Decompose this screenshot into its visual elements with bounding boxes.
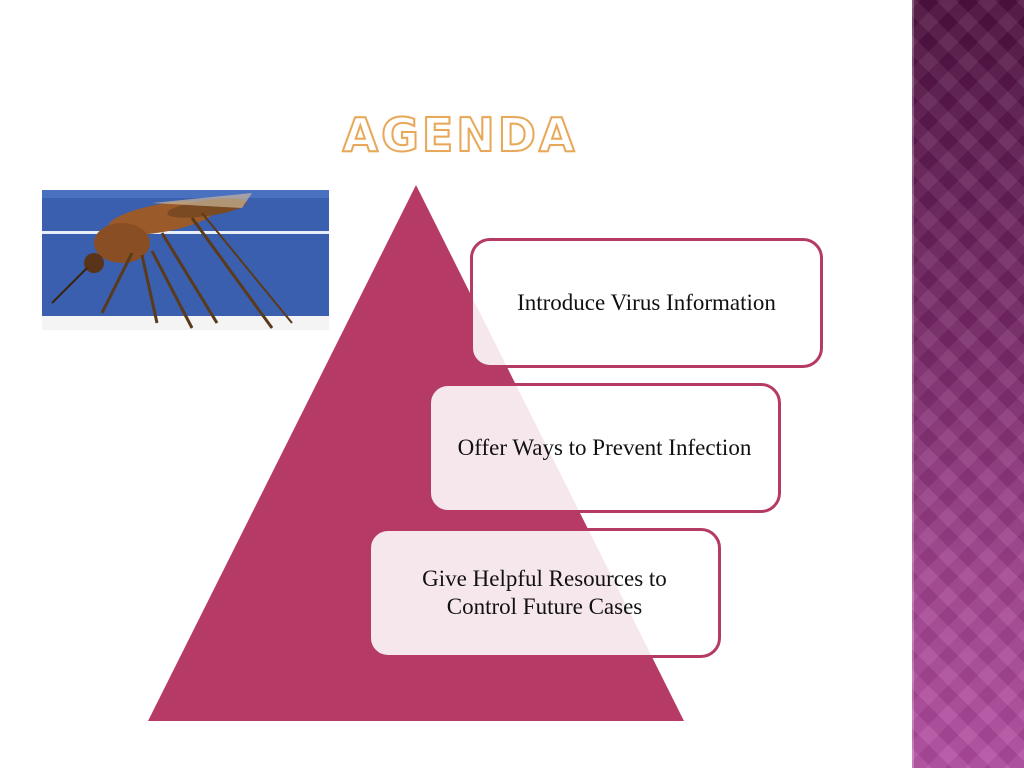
mosquito-photo [42,163,329,330]
decorative-side-band [912,0,1024,768]
agenda-item-2-text: Offer Ways to Prevent Infection [457,435,752,460]
agenda-item-2: Offer Ways to Prevent Infection [428,383,781,513]
agenda-item-3-text: Give Helpful Resources to Control Future… [422,566,667,619]
agenda-item-1-text: Introduce Virus Information [517,290,776,315]
slide-title: AGENDA [341,107,578,163]
agenda-item-3: Give Helpful Resources to Control Future… [368,528,721,658]
agenda-item-1: Introduce Virus Information [470,238,823,368]
